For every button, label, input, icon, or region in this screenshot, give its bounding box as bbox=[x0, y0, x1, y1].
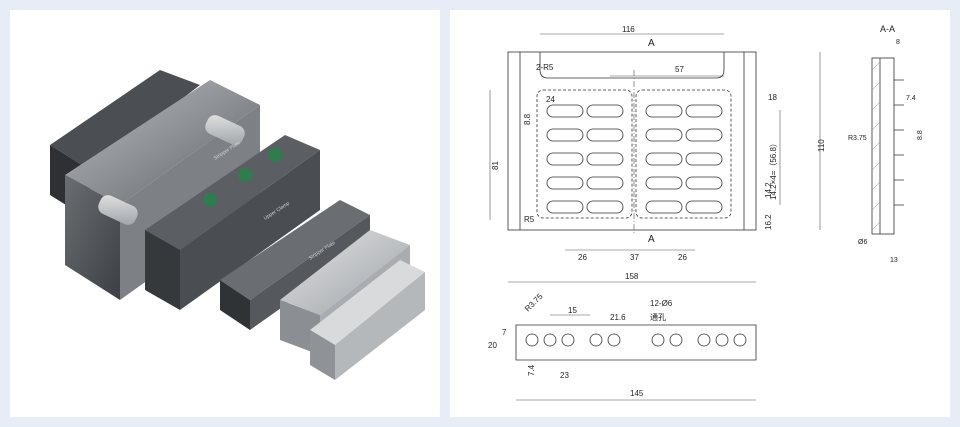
slot bbox=[546, 200, 584, 214]
front-dim-radius: R3.75 bbox=[523, 292, 545, 314]
slot bbox=[586, 104, 624, 118]
dim-pitch-14-2: 14.2 bbox=[764, 182, 773, 198]
section-marker-bottom: A bbox=[648, 234, 655, 245]
slot bbox=[645, 200, 683, 214]
section-hatch bbox=[871, 61, 881, 231]
slot bbox=[546, 176, 584, 190]
front-dim-21-6: 21.6 bbox=[610, 313, 626, 322]
technical-drawing-panel: 116 A 57 2-R5 24 18 14.2×4=（56.8） 14.2 1… bbox=[450, 10, 950, 417]
slot bbox=[546, 152, 584, 166]
top-view-outline bbox=[507, 51, 757, 231]
section-view bbox=[871, 57, 904, 235]
slot bbox=[586, 128, 624, 142]
section-marker-top: A bbox=[648, 38, 655, 49]
dim-bottom-16-2: 16.2 bbox=[764, 214, 773, 230]
dim-slot-57: 57 bbox=[675, 65, 684, 74]
slot bbox=[645, 128, 683, 142]
dim-26-right: 26 bbox=[678, 253, 687, 262]
side-dim-8: 8 bbox=[896, 39, 900, 46]
dim-pitch-note: 14.2×4=（56.8） bbox=[769, 139, 778, 200]
dim-overall-158: 158 bbox=[625, 272, 639, 281]
dim-overall-110: 110 bbox=[817, 139, 826, 152]
slot bbox=[586, 152, 624, 166]
die-assembly-illustration: Stripper Plate Upper Clamp Stripper Plat… bbox=[50, 70, 425, 380]
front-dim-23: 23 bbox=[560, 371, 569, 380]
dim-corner-radius: 2-R5 bbox=[536, 63, 554, 72]
side-dim-hole: Ø6 bbox=[858, 239, 867, 246]
through-hole-label: 通孔 bbox=[650, 312, 666, 322]
dim-slot-len: 24 bbox=[546, 95, 555, 104]
dim-inner-81: 81 bbox=[491, 161, 500, 170]
hole-note: 12-Ø6 bbox=[650, 299, 673, 308]
slot bbox=[685, 104, 723, 118]
slot bbox=[685, 128, 723, 142]
slot bbox=[546, 128, 584, 142]
dim-side-pitch: 8.8 bbox=[523, 113, 532, 125]
side-dim-radius: R3.75 bbox=[848, 135, 867, 142]
slot bbox=[586, 176, 624, 190]
slot bbox=[645, 176, 683, 190]
front-dim-145: 145 bbox=[630, 389, 644, 398]
slot bbox=[685, 152, 723, 166]
dim-radius-5: R5 bbox=[524, 215, 535, 224]
front-dim-7: 7 bbox=[502, 328, 507, 337]
section-title: A-A bbox=[880, 24, 895, 34]
slot-array bbox=[546, 104, 723, 214]
dim-26-left: 26 bbox=[578, 253, 587, 262]
side-dim-13: 13 bbox=[890, 257, 898, 264]
dim-37: 37 bbox=[630, 253, 639, 262]
slot bbox=[685, 176, 723, 190]
side-dim-7-4: 7.4 bbox=[906, 95, 916, 102]
side-dim-8-8: 8.8 bbox=[917, 130, 924, 140]
technical-drawing: 116 A 57 2-R5 24 18 14.2×4=（56.8） 14.2 1… bbox=[488, 24, 924, 401]
slot bbox=[645, 152, 683, 166]
front-dim-7-4: 7.4 bbox=[527, 364, 536, 376]
dim-offset-18: 18 bbox=[768, 93, 777, 102]
front-view bbox=[515, 324, 757, 361]
slot bbox=[645, 104, 683, 118]
product-photo-panel: Stripper Plate Upper Clamp Stripper Plat… bbox=[10, 10, 440, 417]
dim-width-116: 116 bbox=[622, 25, 635, 34]
slot bbox=[586, 200, 624, 214]
front-dim-15: 15 bbox=[568, 306, 577, 315]
front-dim-20: 20 bbox=[488, 341, 497, 350]
slot bbox=[546, 104, 584, 118]
slot bbox=[685, 200, 723, 214]
